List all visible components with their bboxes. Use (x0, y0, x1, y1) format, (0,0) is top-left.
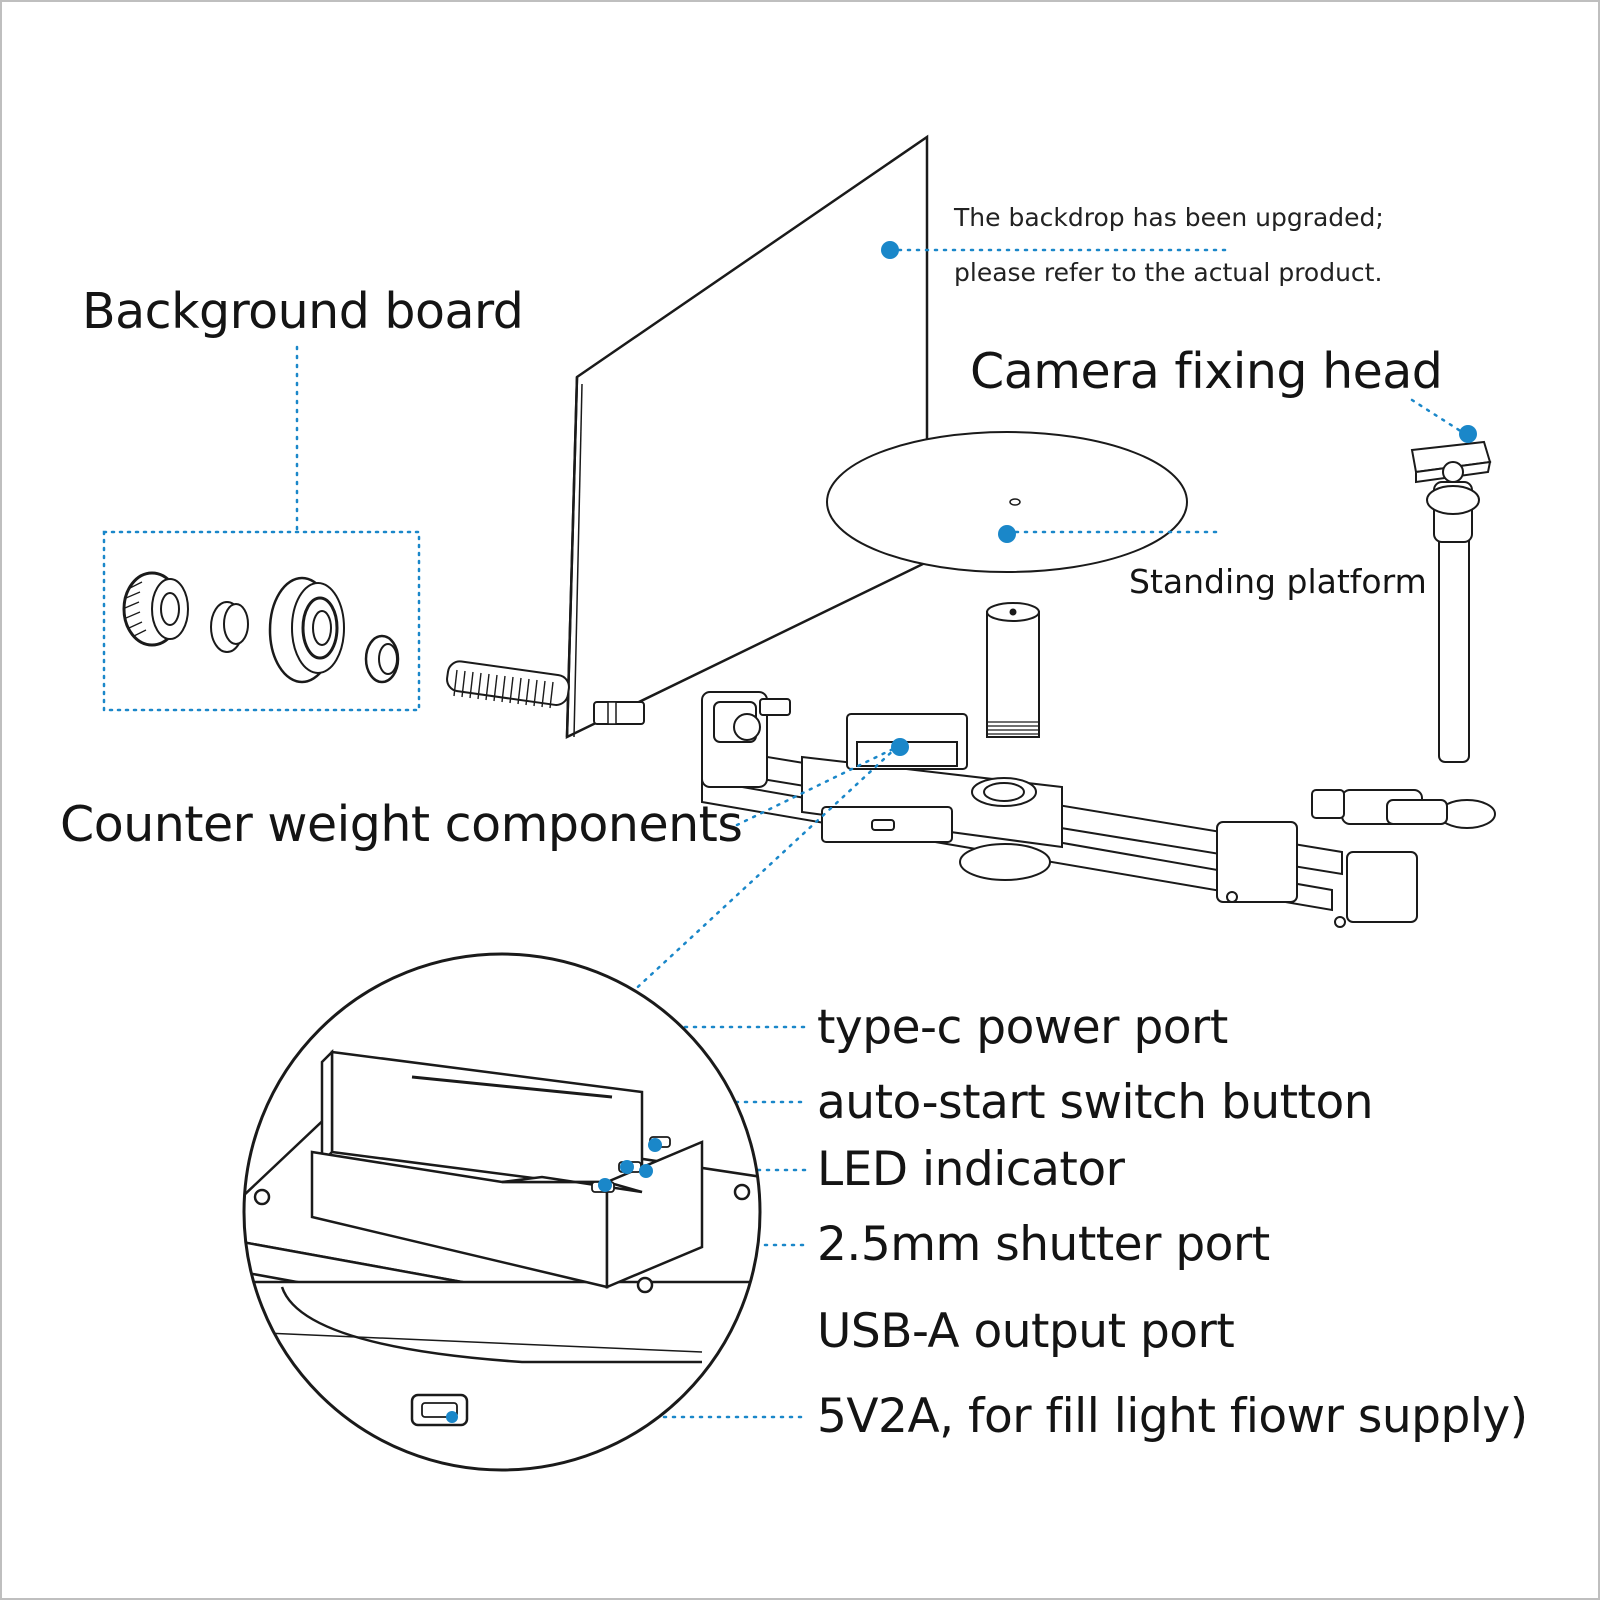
label-auto-start-button: auto-start switch button (817, 1075, 1374, 1130)
standing-platform-disc (826, 431, 1188, 573)
threaded-rod (446, 660, 645, 725)
counterweight-cylinder (986, 602, 1040, 738)
label-camera-fixing-head: Camera fixing head (970, 343, 1443, 400)
label-shutter-port: 2.5mm shutter port (817, 1217, 1270, 1272)
label-backdrop-note-line1: The backdrop has been upgraded; (954, 203, 1384, 232)
zoom-detail (242, 952, 762, 1472)
counter-weight-parts (122, 571, 400, 684)
label-background-board: Background board (82, 283, 524, 340)
callout-dots (446, 241, 1477, 1423)
label-typec-port: type-c power port (817, 1000, 1228, 1055)
camera-pole (1410, 440, 1492, 763)
label-usb-a-spec: 5V2A, for fill light fiowr supply) (817, 1389, 1528, 1444)
label-usb-a-port: USB-A output port (817, 1304, 1235, 1359)
label-backdrop-note-line2: please refer to the actual product. (954, 258, 1383, 287)
label-standing-platform: Standing platform (1129, 562, 1427, 601)
counter-weight-parts-box (102, 530, 421, 712)
label-led-indicator: LED indicator (817, 1142, 1125, 1197)
slider-rail (701, 691, 1496, 928)
background-board-panel (565, 134, 929, 740)
label-counter-weight: Counter weight components (60, 796, 743, 853)
